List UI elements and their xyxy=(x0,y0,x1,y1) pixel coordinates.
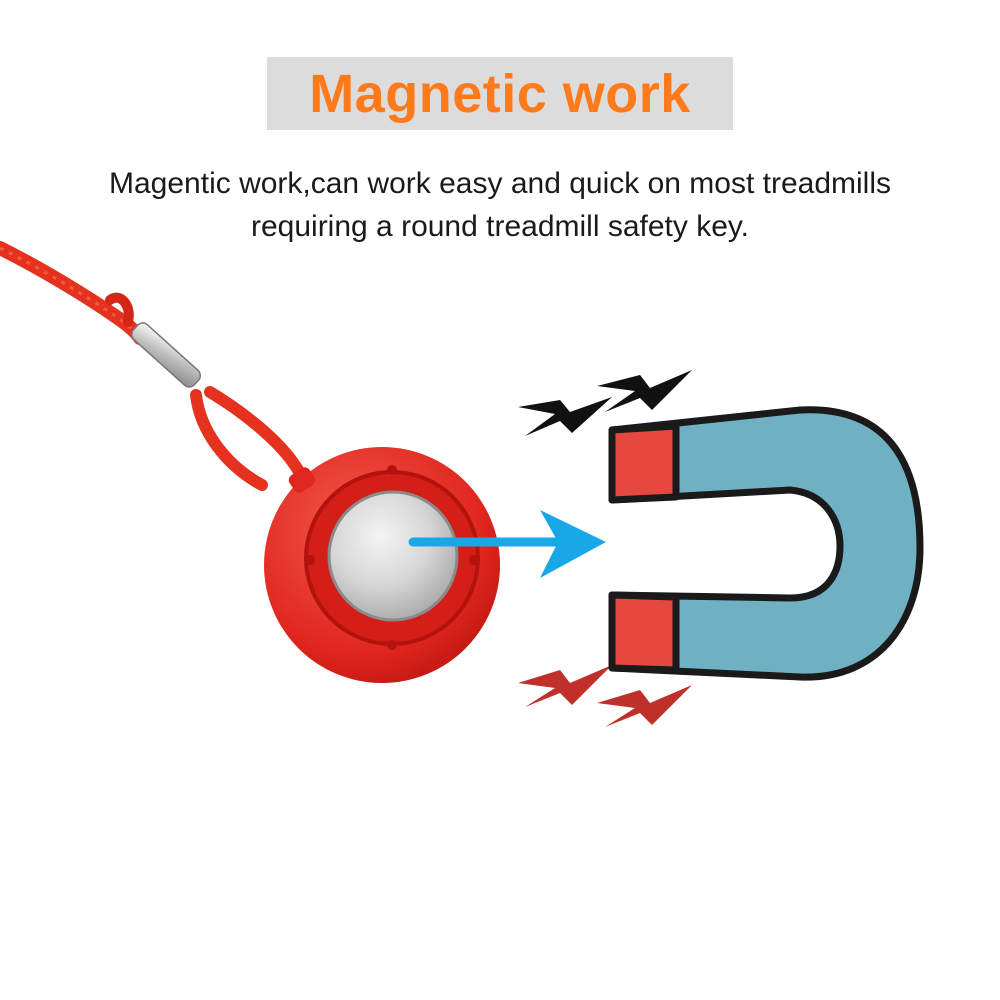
description-text: Magentic work,can work easy and quick on… xyxy=(40,162,960,248)
lightning-spark-icon xyxy=(518,370,692,436)
safety-key-icon xyxy=(0,241,500,683)
lightning-spark-bottom-icon xyxy=(518,665,692,727)
page-title: Magnetic work xyxy=(309,63,691,124)
arrow-right-icon xyxy=(408,510,606,578)
description-line-1: Magentic work,can work easy and quick on… xyxy=(109,167,891,200)
title-banner: Magnetic work xyxy=(267,57,733,130)
description-line-2: requiring a round treadmill safety key. xyxy=(250,210,750,243)
magnet-icon xyxy=(608,406,924,681)
